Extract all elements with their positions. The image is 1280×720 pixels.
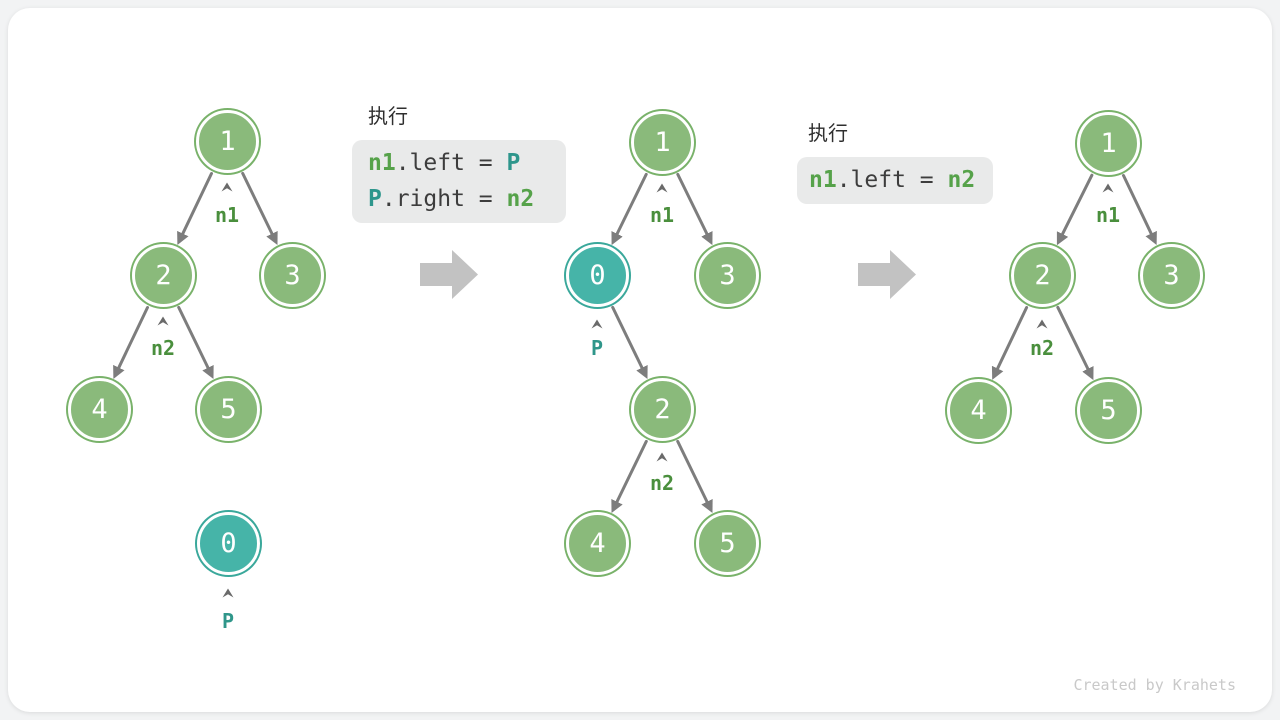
edge-1-2	[1056, 173, 1094, 246]
caret-up-icon	[222, 588, 234, 598]
node-value: 0	[220, 528, 237, 559]
node-value: 0	[589, 260, 606, 291]
node-value: 4	[589, 528, 606, 559]
tree2-node-3: 3	[696, 244, 759, 307]
node-value: 3	[284, 260, 301, 291]
tree1-node-5: 5	[197, 378, 260, 441]
caret-up-icon	[221, 182, 233, 192]
tree2-node-2: 2	[631, 378, 694, 441]
node-value: 1	[1100, 128, 1117, 159]
code-token-n1: n1	[809, 167, 837, 193]
code-block-1: n1.left = P P.right = n2	[352, 140, 566, 223]
code-line: n1.left = P	[368, 145, 566, 181]
node-value: 5	[719, 528, 736, 559]
tree1-node-0-P: 0	[197, 512, 260, 575]
pointer-label-n2: n2	[1029, 336, 1055, 360]
edge-2-5	[676, 439, 713, 514]
tree3-node-1: 1	[1077, 112, 1140, 175]
edge-2-4	[113, 306, 149, 379]
tree1-node-2: 2	[132, 244, 195, 307]
node-value: 1	[654, 127, 671, 158]
tree1-edges	[113, 171, 278, 380]
right-arrow-icon	[858, 250, 916, 299]
edge-1-3	[676, 172, 713, 246]
node-value: 5	[220, 394, 237, 425]
exec-header-2: 执行	[808, 123, 848, 145]
tree3-edges	[991, 173, 1157, 381]
node-value: 5	[1100, 395, 1117, 426]
code-token: .right =	[381, 186, 507, 212]
watermark: Created by Krahets	[1073, 676, 1236, 694]
pointer-label-P: P	[590, 336, 604, 360]
code-block-2: n1.left = n2	[797, 157, 993, 204]
tree3-node-3: 3	[1140, 244, 1203, 307]
edge-1-3	[1122, 174, 1157, 245]
node-value: 2	[155, 260, 172, 291]
node-value: 2	[1034, 260, 1051, 291]
code-line: P.right = n2	[368, 181, 566, 217]
tree3-node-5: 5	[1077, 379, 1140, 442]
node-value: 1	[219, 126, 236, 157]
pointer-label-n1: n1	[649, 203, 675, 227]
transition-arrows	[420, 250, 916, 299]
pointer-label-n1: n1	[214, 203, 240, 227]
code-token-n2: n2	[506, 186, 535, 212]
caret-up-icon	[1036, 319, 1048, 329]
pointer-label-n1: n1	[1095, 203, 1121, 227]
tree2-node-1: 1	[631, 111, 694, 174]
edge-2-5	[177, 305, 214, 380]
caret-up-icon	[1102, 183, 1114, 193]
code-token: .left =	[395, 150, 507, 176]
node-value: 4	[91, 394, 108, 425]
edge-1-3	[241, 171, 278, 246]
caret-up-icon	[656, 452, 668, 462]
caret-up-icon	[157, 316, 169, 326]
exec-header-1: 执行	[368, 106, 408, 128]
code-token-P: P	[368, 186, 382, 212]
node-value: 4	[970, 395, 987, 426]
right-arrow-icon	[420, 250, 478, 299]
pointer-label-n2: n2	[649, 471, 675, 495]
tree2-node-0-P: 0	[566, 244, 629, 307]
tree1-node-4: 4	[68, 378, 131, 441]
edge-0-2	[611, 305, 648, 380]
pointer-label-n2: n2	[150, 336, 176, 360]
tree2-node-5: 5	[696, 512, 759, 575]
edge-2-5	[1056, 305, 1094, 381]
tree1-node-1: 1	[196, 110, 259, 173]
node-value: 3	[719, 260, 736, 291]
code-token-n2: n2	[947, 167, 976, 193]
node-value: 3	[1163, 260, 1180, 291]
tree2-edges	[611, 172, 713, 514]
node-value: 2	[654, 394, 671, 425]
edge-1-2	[177, 172, 213, 245]
tree3-node-2: 2	[1011, 244, 1074, 307]
code-token-n1: n1	[368, 150, 396, 176]
code-token-P: P	[506, 150, 521, 176]
code-line: n1.left = n2	[809, 162, 993, 198]
edge-2-4	[611, 439, 648, 514]
tree3-node-4: 4	[947, 379, 1010, 442]
tree2-node-4: 4	[566, 512, 629, 575]
edge-2-4	[991, 306, 1029, 380]
pointer-carets	[157, 182, 1114, 598]
edge-1-0	[611, 172, 648, 246]
caret-up-icon	[591, 319, 603, 329]
caret-up-icon	[656, 183, 668, 193]
code-token: .left =	[836, 167, 948, 193]
tree1-node-3: 3	[261, 244, 324, 307]
pointer-label-P: P	[221, 609, 235, 633]
